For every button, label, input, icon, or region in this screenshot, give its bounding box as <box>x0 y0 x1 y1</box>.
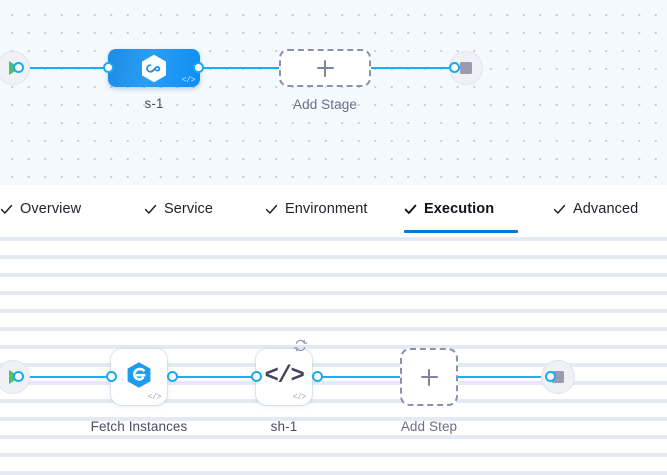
steps-end-input-port[interactable] <box>545 371 556 382</box>
end-node-input-port[interactable] <box>449 62 460 73</box>
sh-1-code-badge: </> <box>292 393 307 402</box>
tab-environment-label: Environment <box>285 201 368 217</box>
connector-stage-to-add <box>198 67 280 69</box>
check-icon <box>144 203 157 216</box>
sh-1-input-port[interactable] <box>251 371 262 382</box>
harness-spiral-icon <box>125 361 153 394</box>
connector-addstep-to-end <box>458 376 552 378</box>
connector-add-to-end <box>368 67 456 69</box>
start-node-output-port[interactable] <box>13 62 24 73</box>
fetch-instances-output-port[interactable] <box>167 371 178 382</box>
tab-active-underline <box>404 230 518 233</box>
tab-overview[interactable]: Overview <box>0 185 81 233</box>
hexagon-infinity-icon <box>141 54 167 83</box>
stage-node-output-port[interactable] <box>193 62 204 73</box>
tab-execution-label: Execution <box>424 201 495 217</box>
tab-execution[interactable]: Execution <box>404 185 518 233</box>
steps-start-output-port[interactable] <box>13 371 24 382</box>
tab-overview-label: Overview <box>20 201 82 217</box>
stage-node-label: s-1 <box>144 96 164 111</box>
tab-advanced-label: Advanced <box>573 201 639 217</box>
plus-icon <box>316 59 334 77</box>
stage-node-s-1[interactable]: </> <box>108 49 200 87</box>
stage-code-badge: </> <box>181 76 196 85</box>
tab-environment[interactable]: Environment <box>265 185 368 233</box>
check-icon <box>553 203 566 216</box>
fetch-instances-code-badge: </> <box>147 393 162 402</box>
stop-icon <box>460 62 472 74</box>
tab-service-label: Service <box>164 201 214 217</box>
add-step-node[interactable] <box>400 348 458 406</box>
connector-sh1-to-addstep <box>314 376 400 378</box>
fetch-instances-input-port[interactable] <box>106 371 117 382</box>
check-icon <box>0 203 13 216</box>
sh-1-label: sh-1 <box>270 419 298 434</box>
tab-advanced[interactable]: Advanced <box>553 185 638 233</box>
stages-canvas[interactable]: </> s-1 Add Stage <box>0 0 667 185</box>
connector-fetch-to-sh1 <box>172 376 256 378</box>
fetch-instances-label: Fetch Instances <box>90 419 188 434</box>
check-icon <box>265 203 278 216</box>
plus-icon <box>420 368 438 386</box>
step-node-sh-1[interactable]: </> </> <box>256 339 312 405</box>
shell-code-icon: </> <box>264 363 304 390</box>
step-node-fetch-instances[interactable]: </> <box>111 349 167 405</box>
repeat-icon <box>293 338 308 353</box>
add-step-label: Add Step <box>400 419 458 434</box>
sh-1-output-port[interactable] <box>312 371 323 382</box>
check-icon <box>404 203 417 216</box>
connector-start-to-fetch <box>18 376 113 378</box>
connector-start-to-stage <box>18 67 113 69</box>
steps-canvas[interactable]: </> Fetch Instances </> </> sh-1 Add <box>0 233 667 475</box>
stage-config-tabbar: Overview Service Environment <box>0 185 667 233</box>
add-stage-node[interactable] <box>279 49 371 87</box>
tab-service[interactable]: Service <box>144 185 213 233</box>
stage-node-input-port[interactable] <box>103 62 114 73</box>
add-stage-label: Add Stage <box>293 97 357 112</box>
